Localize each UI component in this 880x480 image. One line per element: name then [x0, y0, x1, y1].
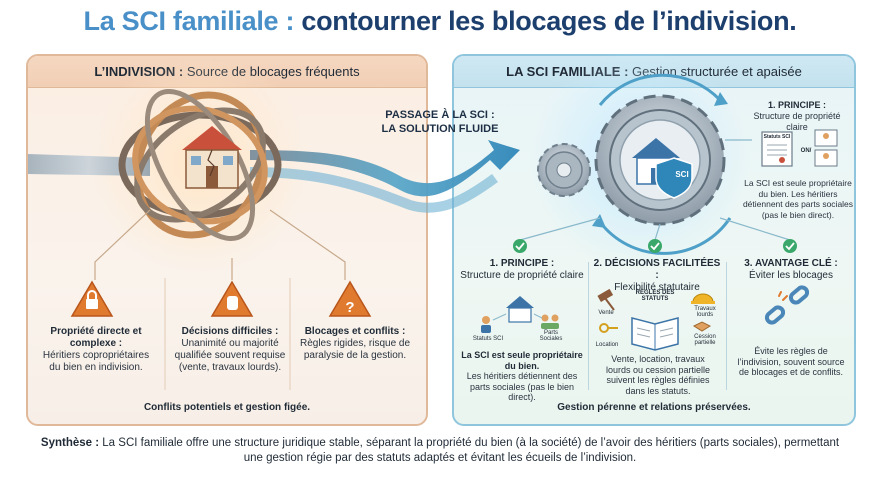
top-principle-text: La SCI est seule propriétaire du bien. L…	[742, 178, 854, 220]
top-principle-title1: 1. PRINCIPE :	[767, 100, 826, 110]
col2-label-travaux: Travaux lourds	[694, 306, 716, 318]
small-gear-icon	[537, 143, 591, 197]
hard-hat-icon	[691, 293, 715, 304]
people-icon	[541, 314, 559, 329]
col1-title1: 1. PRINCIPE :	[489, 258, 555, 269]
col3-title: 3. AVANTAGE CLÉ : Éviter les blocages	[730, 258, 852, 282]
col1-text: La SCI est seule propriétaire du bien. L…	[460, 350, 584, 403]
left-item-3-title: Blocages et conflits :	[304, 326, 406, 337]
page-title: La SCI familiale : contourner les blocag…	[0, 6, 880, 37]
title-part1: La SCI familiale :	[83, 6, 295, 36]
top-doc-label: Statuts SCI	[763, 134, 791, 140]
col1-label-statuts: Statuts SCI	[472, 336, 504, 342]
right-divider-2	[726, 262, 727, 390]
left-item-1-text: Héritiers copropriétaires du bien en ind…	[42, 350, 150, 373]
bridge-label: PASSAGE À LA SCI : LA SOLUTION FLUIDE	[380, 108, 500, 136]
synthese-text: La SCI familiale offre une structure jur…	[102, 437, 840, 464]
col2-title: 2. DÉCISIONS FACILITÉES : Flexibilité st…	[592, 258, 722, 294]
col2-text: Vente, location, travaux lourds ou cessi…	[598, 354, 718, 396]
handshake-icon	[692, 321, 712, 332]
col3-text-body: Évite les règles de l’indivision, souven…	[737, 346, 845, 377]
synthese: Synthèse : La SCI familiale offre une st…	[40, 436, 840, 466]
title-part2: contourner les blocages de l’indivision.	[301, 6, 797, 36]
key-icon	[599, 323, 618, 333]
col2-text-body: Vente, location, travaux lourds ou cessi…	[605, 354, 711, 396]
col1-house-icon	[506, 296, 534, 323]
sci-footer: Gestion pérenne et relations préservées.	[557, 402, 751, 413]
lock-icon	[70, 280, 114, 317]
col2-book-label: RÈGLES DES STATUTS	[635, 290, 675, 302]
col1-title: 1. PRINCIPE : Structure de propriété cla…	[460, 258, 584, 282]
synthese-label: Synthèse :	[40, 437, 100, 449]
left-item-2-title: Décisions difficiles :	[181, 326, 279, 337]
col3-title1: 3. AVANTAGE CLÉ :	[744, 258, 838, 269]
right-divider-1	[588, 262, 589, 390]
cycle-arrows-icon	[592, 73, 732, 255]
left-connectors	[94, 209, 346, 280]
gavel-icon	[597, 288, 615, 311]
col2-title1: 2. DÉCISIONS FACILITÉES :	[593, 258, 721, 281]
person-icon	[481, 316, 491, 333]
left-dividers	[164, 278, 291, 390]
check-icon-2	[648, 239, 662, 253]
col1-text-bold: La SCI est seule propriétaire du bien.	[461, 350, 583, 371]
check-icon-3	[783, 239, 797, 253]
right-connectors	[519, 139, 791, 241]
col2-label-cession: Cession partielle	[694, 334, 716, 346]
check-icon-1	[513, 239, 527, 253]
left-item-1-title: Propriété directe et complexe :	[50, 326, 142, 349]
col2-label-location: Location	[595, 342, 619, 348]
bridge-line1: PASSAGE À LA SCI :	[385, 109, 495, 121]
col1-text-body: Les héritiers détiennent des parts socia…	[466, 371, 578, 402]
bridge-line2: LA SOLUTION FLUIDE	[381, 123, 499, 135]
col2-title2: Flexibilité statutaire	[614, 282, 700, 293]
col3-text: Évite les règles de l’indivision, souven…	[734, 346, 848, 378]
left-item-2: Décisions difficiles : Unanimité ou majo…	[174, 326, 286, 374]
top-on-label: ON/	[800, 148, 812, 154]
shield-icon	[655, 157, 693, 199]
indivision-panel: L’INDIVISION : Source de blocages fréque…	[26, 54, 428, 426]
broken-chain-icon	[764, 285, 810, 325]
left-item-3-text: Règles rigides, risque de paralysie de l…	[299, 338, 411, 361]
cracked-house-icon	[182, 126, 242, 189]
col2-label-vente: Vente	[598, 310, 614, 316]
col1-title2: Structure de propriété claire	[460, 270, 584, 281]
left-item-3: Blocages et conflits : Règles rigides, r…	[296, 326, 414, 362]
heir-person-icon	[814, 129, 838, 167]
indivision-footer: Conflits potentiels et gestion figée.	[143, 402, 311, 413]
hand-stop-icon	[210, 280, 254, 317]
col1-label-parts: Parts Sociales	[539, 330, 563, 342]
svg-text:?: ?	[345, 299, 354, 316]
sci-gear-label: SCI	[675, 170, 689, 179]
col3-title2: Éviter les blocages	[749, 270, 833, 281]
left-item-1: Propriété directe et complexe : Héritier…	[40, 326, 152, 374]
statuts-document-icon	[761, 131, 793, 167]
col1-links	[492, 313, 543, 321]
top-principle-text-body: La SCI est seule propriétaire du bien. L…	[742, 178, 854, 220]
question-icon: ?	[328, 280, 372, 317]
left-item-2-text: Unanimité ou majorité qualifiée souvent …	[174, 338, 286, 373]
top-principle-title: 1. PRINCIPE : Structure de propriété cla…	[742, 100, 852, 133]
top-principle-title2: Structure de propriété claire	[753, 111, 841, 132]
open-book-icon	[631, 317, 679, 351]
